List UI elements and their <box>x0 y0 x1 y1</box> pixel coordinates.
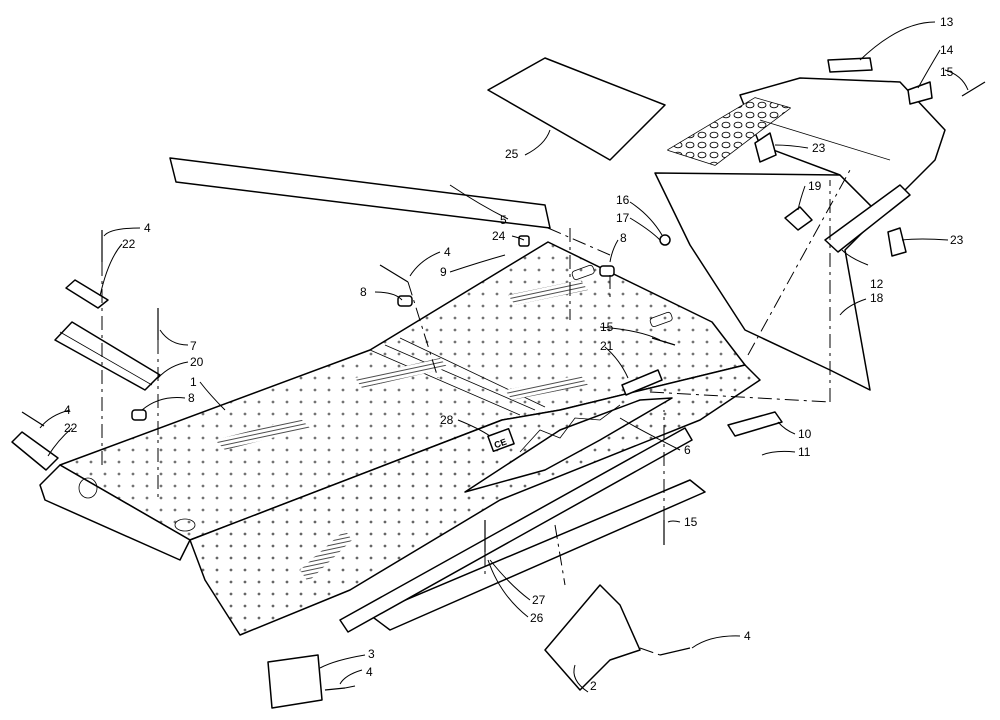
plate-22 <box>65 279 109 309</box>
callout-4-left: 4 <box>64 403 71 417</box>
callout-14: 14 <box>940 43 954 57</box>
plate-22-lower <box>11 431 59 471</box>
callout-26: 26 <box>530 611 544 625</box>
pin-4-gusset <box>659 647 691 656</box>
callout-16: 16 <box>616 193 630 207</box>
callout-15-mid: 15 <box>600 320 614 334</box>
callout-23-upper: 23 <box>812 141 826 155</box>
callout-28: 28 <box>440 413 454 427</box>
callout-4-bracket: 4 <box>366 665 373 679</box>
callout-4-upper: 4 <box>144 221 151 235</box>
pin-15-mid <box>651 337 676 346</box>
gusset-2 <box>544 584 641 691</box>
clip-23-lower <box>887 227 907 257</box>
washer-16-17 <box>659 234 671 246</box>
ce-mark-text: CE <box>493 437 508 451</box>
callout-5: 5 <box>500 213 507 227</box>
tunnel-assembly <box>39 241 761 636</box>
bushing-8b <box>131 409 147 421</box>
callout-8-left: 8 <box>188 391 195 405</box>
pin-15-upper <box>961 81 986 97</box>
callout-24: 24 <box>492 229 506 243</box>
nut-19 <box>784 206 813 231</box>
heat-exchanger <box>464 397 673 493</box>
rivet-24 <box>518 235 530 247</box>
pin-4-rear <box>379 264 409 283</box>
callout-3: 3 <box>368 647 375 661</box>
bushing-8a <box>397 295 413 307</box>
decal-14 <box>907 81 933 105</box>
running-board <box>369 479 706 631</box>
callout-12: 12 <box>870 277 884 291</box>
decal-13 <box>827 57 873 73</box>
callout-19: 19 <box>808 179 822 193</box>
grab-handle-10 <box>727 411 783 437</box>
clip-23-upper <box>754 132 777 163</box>
gasket-5 <box>169 157 551 229</box>
bracket-3 <box>267 654 323 709</box>
callout-2: 2 <box>590 679 597 693</box>
callout-7: 7 <box>190 339 197 353</box>
callout-8-mid: 8 <box>360 285 367 299</box>
rail-tube <box>339 427 693 633</box>
vent-21 <box>621 369 663 396</box>
callout-15-lower: 15 <box>684 515 698 529</box>
callout-11: 11 <box>798 445 811 459</box>
callout-9: 9 <box>440 265 447 279</box>
reinforcement-20 <box>54 321 161 391</box>
callout-6: 6 <box>684 443 691 457</box>
bushing-8c <box>599 265 615 277</box>
rear-bumper-assembly <box>654 77 946 391</box>
callout-4-rear: 4 <box>444 245 451 259</box>
alignment-lines <box>101 169 851 689</box>
callout-18: 18 <box>870 291 884 305</box>
callout-labels: 1 2 3 4 4 4 4 4 5 6 7 8 8 8 9 10 11 12 1… <box>64 15 964 693</box>
callout-17: 17 <box>616 211 630 225</box>
seat-pad-25 <box>487 57 666 161</box>
callout-23-lower: 23 <box>950 233 964 247</box>
callout-13: 13 <box>940 15 954 29</box>
callout-25: 25 <box>505 147 519 161</box>
callout-22-upper: 22 <box>122 237 136 251</box>
ce-label-28 <box>487 427 515 453</box>
callout-8-right: 8 <box>620 231 627 245</box>
callout-10: 10 <box>798 427 812 441</box>
callout-21: 21 <box>600 339 614 353</box>
callout-15-upper: 15 <box>940 65 954 79</box>
callout-27: 27 <box>532 593 546 607</box>
callout-22-lower: 22 <box>64 421 78 435</box>
pin-4-bracket <box>324 687 346 691</box>
callout-4-gusset: 4 <box>744 629 751 643</box>
callout-1: 1 <box>190 375 197 389</box>
pin-4-left <box>21 411 45 427</box>
leader-lines <box>39 21 969 693</box>
callout-20: 20 <box>190 355 204 369</box>
